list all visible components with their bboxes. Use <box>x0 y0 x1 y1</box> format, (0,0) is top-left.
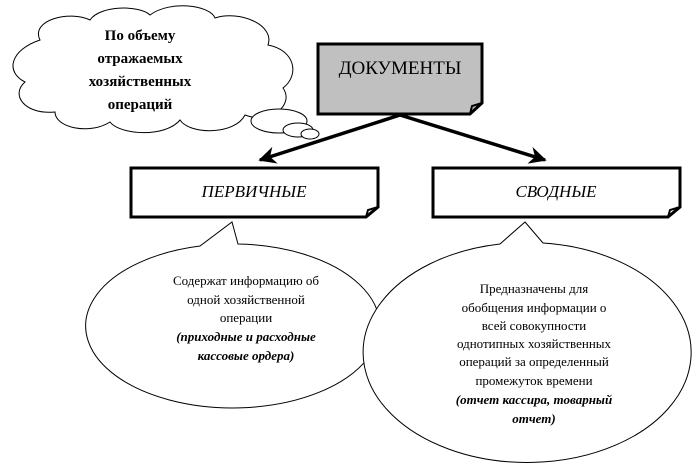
primary-desc-line: Содержат информацию об <box>173 273 319 288</box>
cloud-line: операций <box>108 97 173 113</box>
summary-desc-line: промежуток времени <box>475 373 592 388</box>
primary-desc-line: операции <box>220 310 272 325</box>
summary-desc-line: всей совокупности <box>482 318 587 333</box>
arrow-to-primary <box>258 113 401 164</box>
summary-desc-line: обобщения информации о <box>462 300 607 315</box>
root-label: ДОКУМЕНТЫ <box>339 58 462 79</box>
summary-desc-line: однотипных хозяйственных <box>457 336 612 351</box>
cloud-line: отражаемых <box>97 51 183 67</box>
primary-label: ПЕРВИЧНЫЕ <box>201 182 308 201</box>
primary-examples-line: (приходные и расходные <box>176 329 316 344</box>
primary-node: ПЕРВИЧНЫЕ <box>129 166 380 219</box>
summary-callout: Предназначены для обобщения информации о… <box>362 221 692 463</box>
primary-desc-line: одной хозяйственной <box>187 292 305 307</box>
summary-label: СВОДНЫЕ <box>515 182 597 201</box>
primary-examples-line: кассовые ордера) <box>198 348 295 363</box>
cloud-line: хозяйственных <box>89 74 192 90</box>
summary-desc-line: операций за определенный <box>459 354 609 369</box>
root-node: ДОКУМЕНТЫ <box>316 42 484 116</box>
summary-desc-line: Предназначены для <box>480 281 589 296</box>
arrow-to-summary <box>399 113 547 164</box>
summary-examples-line: (отчет кассира, товарный <box>456 392 612 407</box>
summary-examples-line: отчет) <box>512 411 555 426</box>
thought-cloud: По объему отражаемых хозяйственных опера… <box>12 5 320 140</box>
primary-callout: Содержат информацию об одной хозяйственн… <box>85 221 381 409</box>
summary-node: СВОДНЫЕ <box>431 166 682 219</box>
cloud-line: По объему <box>105 28 176 44</box>
